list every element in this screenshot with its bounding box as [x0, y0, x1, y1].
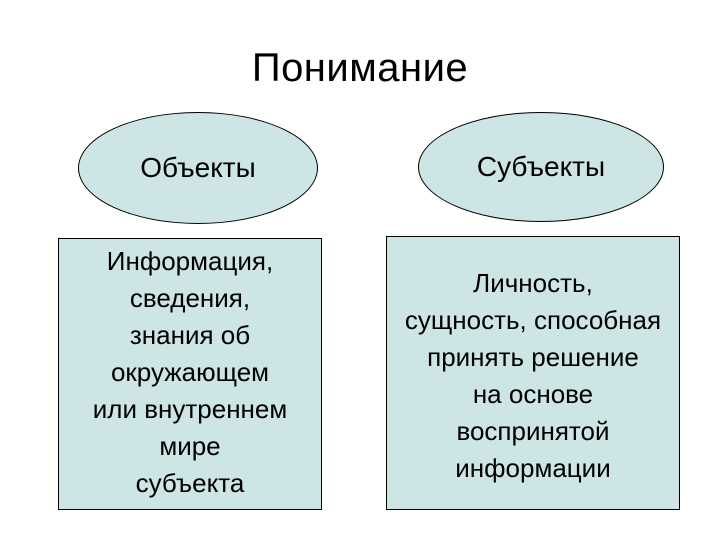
- objects-definition-box: Информация, сведения, знания об окружающ…: [58, 238, 322, 510]
- subjects-label: Субъекты: [476, 151, 606, 182]
- subjects-definition-box: Личность, сущность, способная принять ре…: [386, 236, 680, 510]
- slide-title: Понимание: [251, 46, 469, 90]
- subjects-definition-text: Личность, сущность, способная принять ре…: [404, 268, 662, 483]
- objects-label: Объекты: [140, 152, 256, 183]
- objects-definition-text: Информация, сведения, знания об окружающ…: [92, 246, 288, 498]
- objects-ellipse: Объекты: [78, 112, 318, 224]
- subjects-ellipse: Субъекты: [418, 112, 664, 222]
